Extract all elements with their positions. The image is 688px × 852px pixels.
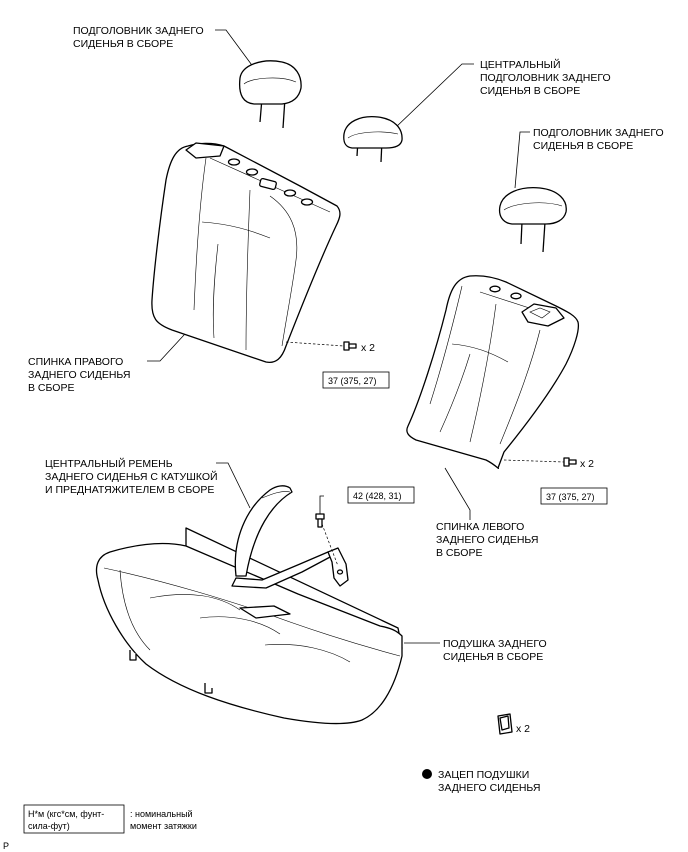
qty-left-bolt: x 2 bbox=[580, 458, 594, 470]
center-seat-belt bbox=[231, 485, 349, 589]
label-cushion-hook: ЗАЦЕП ПОДУШКИ ЗАДНЕГО СИДЕНЬЯ bbox=[438, 769, 540, 794]
svg-text:42 (428, 31): 42 (428, 31) bbox=[353, 491, 402, 501]
svg-text:37 (375, 27): 37 (375, 27) bbox=[546, 492, 595, 502]
headrest-right bbox=[238, 60, 302, 129]
new-part-marker-icon bbox=[422, 769, 432, 779]
torque-box-left: 37 (375, 27) bbox=[540, 487, 608, 505]
bolt-right-icon bbox=[343, 341, 357, 351]
label-headrest-left: ПОДГОЛОВНИК ЗАДНЕГО СИДЕНЬЯ В СБОРЕ bbox=[533, 127, 667, 152]
corner-mark: P bbox=[3, 841, 9, 851]
torque-legend: Н*м (кгс*см, фунт- сила-фут) : номинальн… bbox=[23, 804, 197, 834]
label-center-belt: ЦЕНТРАЛЬНЫЙ РЕМЕНЬ ЗАДНЕГО СИДЕНЬЯ С КАТ… bbox=[45, 457, 220, 496]
seatback-right bbox=[151, 142, 341, 364]
label-headrest-center: ЦЕНТРАЛЬНЫЙ ПОДГОЛОВНИК ЗАДНЕГО СИДЕНЬЯ … bbox=[480, 58, 614, 97]
label-seatback-left: СПИНКА ЛЕВОГО ЗАДНЕГО СИДЕНЬЯ В СБОРЕ bbox=[436, 521, 541, 559]
seatback-left bbox=[406, 275, 580, 470]
label-seat-cushion: ПОДУШКА ЗАДНЕГО СИДЕНЬЯ В СБОРЕ bbox=[443, 638, 550, 663]
qty-right-bolt: x 2 bbox=[361, 342, 375, 354]
headrest-center bbox=[343, 116, 403, 163]
torque-box-belt: 42 (428, 31) bbox=[347, 486, 415, 504]
svg-text:37 (375, 27): 37 (375, 27) bbox=[328, 376, 377, 386]
label-seatback-right: СПИНКА ПРАВОГО ЗАДНЕГО СИДЕНЬЯ В СБОРЕ bbox=[28, 356, 133, 394]
bolts bbox=[285, 341, 577, 567]
cushion-hook-icon bbox=[497, 713, 513, 735]
bolt-left-icon bbox=[563, 457, 577, 467]
headrest-left bbox=[498, 187, 567, 253]
svg-text:Н*м (кгс*см, фунт- сила-: Н*м (кгс*см, фунт- сила-фут) bbox=[28, 809, 107, 831]
torque-box-right: 37 (375, 27) bbox=[322, 371, 390, 389]
leader-lines bbox=[147, 29, 530, 644]
bolt-belt-icon bbox=[315, 513, 325, 528]
svg-text:: номинальный момент зат: : номинальный момент затяжки bbox=[130, 809, 197, 831]
qty-hook: x 2 bbox=[516, 723, 530, 735]
label-headrest-right: ПОДГОЛОВНИК ЗАДНЕГО СИДЕНЬЯ В СБОРЕ bbox=[73, 25, 207, 50]
